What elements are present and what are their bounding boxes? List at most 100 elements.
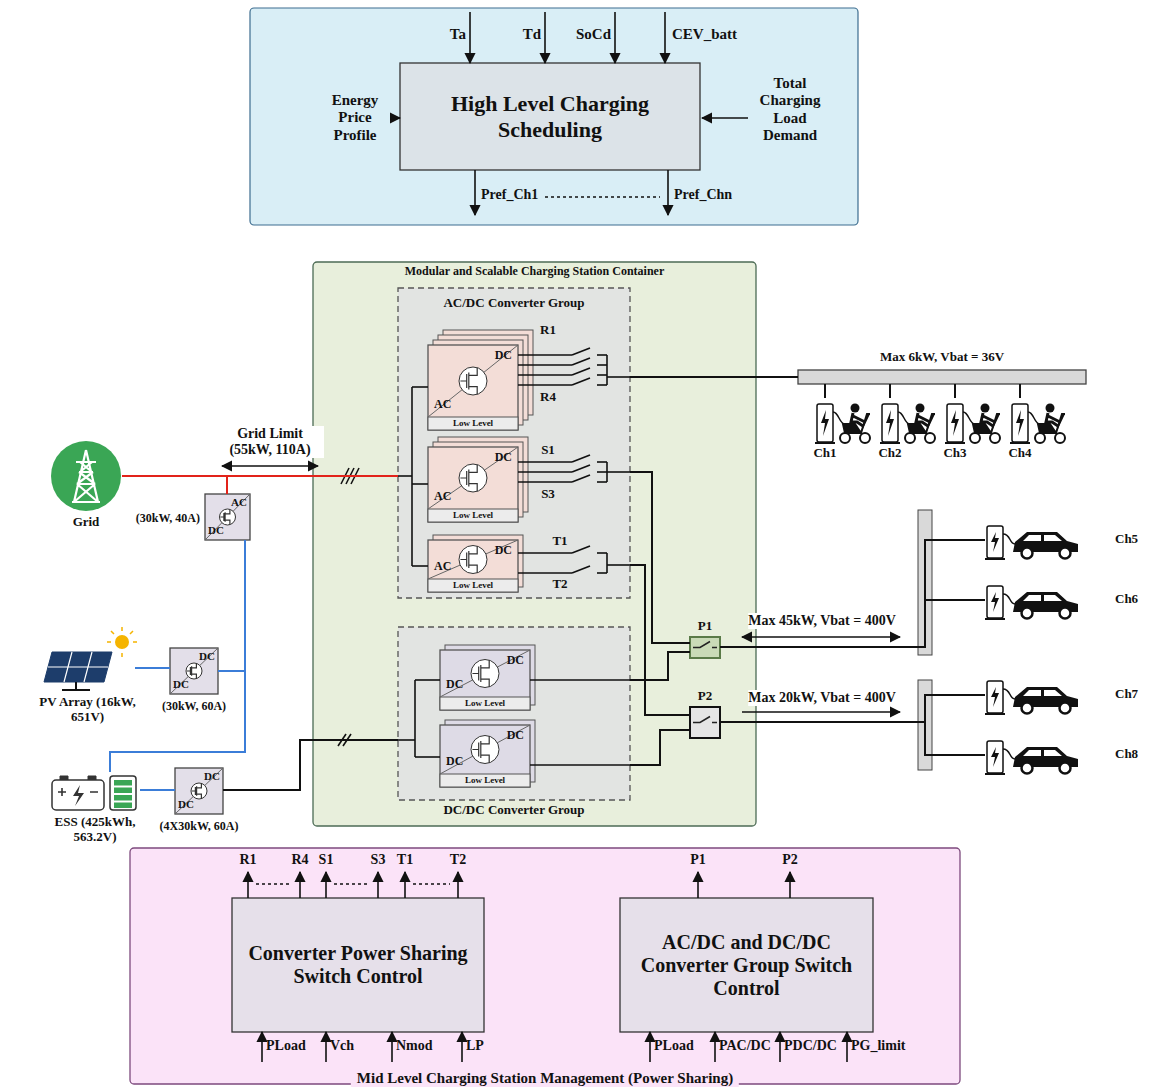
signal-label: T2	[552, 577, 567, 592]
connector	[1019, 384, 1021, 398]
node-outline	[428, 447, 518, 522]
charger: Ch2	[880, 398, 938, 444]
signal-label: Ta	[450, 26, 466, 43]
diagonal	[440, 725, 530, 774]
wire	[530, 679, 630, 681]
node-label: Low Level	[453, 579, 493, 591]
car-window	[1023, 750, 1062, 756]
wire	[597, 471, 607, 473]
wire	[391, 1032, 393, 1062]
wire	[222, 465, 318, 467]
charge-cable	[1028, 412, 1040, 424]
wheel	[1060, 608, 1071, 619]
wheel	[1035, 433, 1045, 443]
icon-drawing	[985, 580, 1080, 620]
wire	[789, 872, 791, 898]
diagonal	[428, 447, 518, 509]
signal-label: S1	[319, 852, 334, 868]
signal-label: LP	[466, 1038, 484, 1054]
car-window	[1023, 595, 1062, 601]
wire	[518, 481, 572, 483]
signal-label: Total Charging Load Demand	[750, 75, 830, 144]
wire	[518, 471, 572, 473]
rider-body	[916, 413, 930, 426]
mosfet-symbol	[220, 509, 230, 524]
node-label: (30kW, 40A)	[136, 512, 200, 526]
connector	[122, 476, 227, 494]
sun-rays	[107, 627, 137, 657]
node-outline	[175, 768, 223, 814]
wire	[846, 1032, 848, 1062]
ellipsis-line	[413, 883, 450, 884]
box-title: AC/DC and DC/DC Converter Group Switch C…	[628, 931, 865, 1000]
diagonal	[170, 648, 218, 694]
node-outline	[398, 627, 630, 800]
wire	[607, 564, 630, 566]
pv-converter: DCDC(30kW, 60A)	[170, 648, 218, 694]
icon-drawing	[880, 398, 938, 444]
battery-cell	[114, 795, 132, 801]
wheel	[1022, 763, 1033, 774]
wire	[742, 711, 900, 713]
node-label: ESS (425kWh, 563.2V)	[45, 815, 145, 845]
wire	[412, 565, 428, 567]
battery-cell	[114, 803, 132, 809]
scheduling-panel	[250, 8, 858, 225]
mosfet-symbol	[220, 509, 236, 525]
charger: Ch6	[985, 580, 1080, 620]
bolt	[991, 687, 999, 707]
node-outline	[205, 494, 250, 540]
charger-base	[1010, 442, 1030, 444]
charge-cable	[898, 412, 910, 424]
node-label: Low Level	[465, 697, 505, 709]
signal-label: P2	[782, 852, 798, 868]
icon-drawing	[690, 707, 720, 738]
node-shape	[400, 63, 700, 170]
wire	[597, 481, 607, 483]
wire	[247, 872, 249, 898]
node-label: Ch8	[1115, 747, 1138, 762]
connector	[954, 384, 956, 398]
wheel	[905, 433, 915, 443]
node-label: AC/DC Converter Group	[443, 296, 584, 311]
wheel	[1060, 703, 1071, 714]
wire	[518, 364, 572, 366]
node-label: AC	[434, 490, 451, 504]
node-label: (4X30kW, 60A)	[160, 820, 239, 834]
diagonal	[205, 494, 250, 540]
charger-pump	[882, 404, 898, 442]
charger-pump	[817, 404, 833, 442]
charger-pump	[987, 681, 1003, 713]
bolt	[73, 785, 84, 806]
node-shape	[398, 627, 630, 800]
mosfet-symbol	[186, 663, 202, 679]
wheel	[1022, 608, 1033, 619]
switch-symbol	[693, 642, 717, 648]
signal-label: T1	[397, 852, 413, 868]
sun	[115, 635, 129, 649]
bolt	[991, 532, 999, 552]
node-label: Grid	[46, 515, 126, 530]
node-shape	[205, 494, 250, 540]
signal-label: S3	[541, 487, 555, 502]
line-rating-label: Max 45kW, Vbat = 400V	[748, 613, 896, 629]
wire	[412, 386, 428, 388]
grid-converter: ACDC(30kW, 40A)	[205, 494, 250, 540]
signal-label: Nmod	[396, 1038, 433, 1054]
node-shape	[398, 288, 630, 598]
node-shape	[798, 370, 1086, 384]
rider-head	[1046, 404, 1055, 413]
signal-label: R4	[291, 852, 308, 868]
wheel	[840, 433, 850, 443]
node-label: DC	[204, 770, 220, 783]
box-title: High Level Charging Scheduling	[408, 91, 692, 142]
connector	[218, 540, 245, 671]
charger-pump	[947, 404, 963, 442]
icon-drawing	[50, 772, 140, 812]
charger-base	[985, 773, 1005, 775]
node-label: PV Array (16kW, 651V)	[33, 695, 143, 725]
node-outline	[690, 707, 720, 738]
node-label: P2	[698, 689, 712, 704]
